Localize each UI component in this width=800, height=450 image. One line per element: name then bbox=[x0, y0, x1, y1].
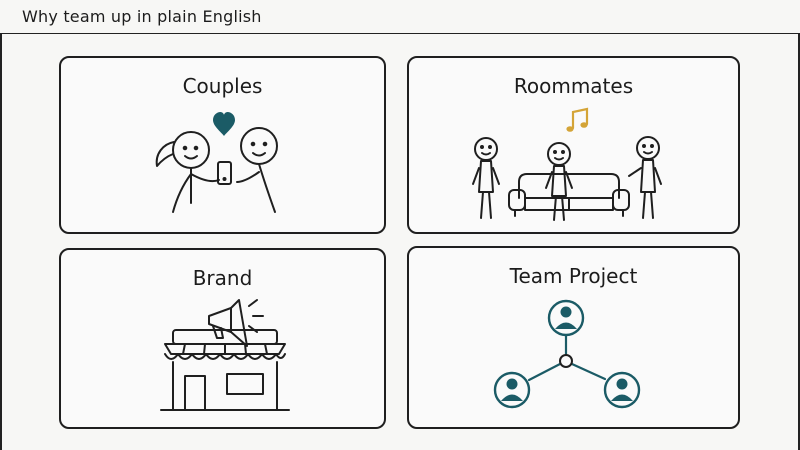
team-project-illustration bbox=[493, 299, 641, 409]
frame-left-border bbox=[0, 33, 2, 450]
panel-title-couples: Couples bbox=[182, 74, 263, 98]
panel-brand: Brand bbox=[59, 248, 386, 429]
roommate-left-icon bbox=[472, 137, 500, 219]
phone-icon bbox=[217, 161, 232, 185]
panel-roommates: Roommates bbox=[407, 56, 740, 234]
person-node-icon bbox=[603, 371, 641, 409]
heart-icon bbox=[213, 112, 235, 136]
person-right-icon bbox=[236, 127, 278, 213]
brand-illustration bbox=[160, 299, 290, 411]
roommate-right-icon bbox=[628, 136, 662, 219]
person-node-icon bbox=[547, 299, 585, 337]
storefront-icon bbox=[160, 329, 290, 411]
roommates-illustration bbox=[472, 107, 662, 221]
roommate-middle-icon bbox=[545, 142, 573, 221]
panel-couples: Couples bbox=[59, 56, 386, 234]
sofa-icon bbox=[508, 173, 630, 217]
megaphone-icon bbox=[208, 299, 264, 347]
music-note-icon bbox=[566, 107, 589, 132]
couples-illustration bbox=[155, 112, 278, 213]
header-bar: Why team up in plain English bbox=[0, 0, 800, 34]
person-node-icon bbox=[493, 371, 531, 409]
page-title: Why team up in plain English bbox=[22, 7, 262, 26]
hub-node bbox=[559, 354, 573, 368]
panel-title-team-project: Team Project bbox=[509, 264, 638, 288]
panel-title-brand: Brand bbox=[192, 266, 253, 290]
panel-team-project: Team Project bbox=[407, 246, 740, 429]
person-left-icon bbox=[155, 131, 220, 213]
frame-right-border bbox=[798, 33, 800, 450]
panel-title-roommates: Roommates bbox=[513, 74, 634, 98]
